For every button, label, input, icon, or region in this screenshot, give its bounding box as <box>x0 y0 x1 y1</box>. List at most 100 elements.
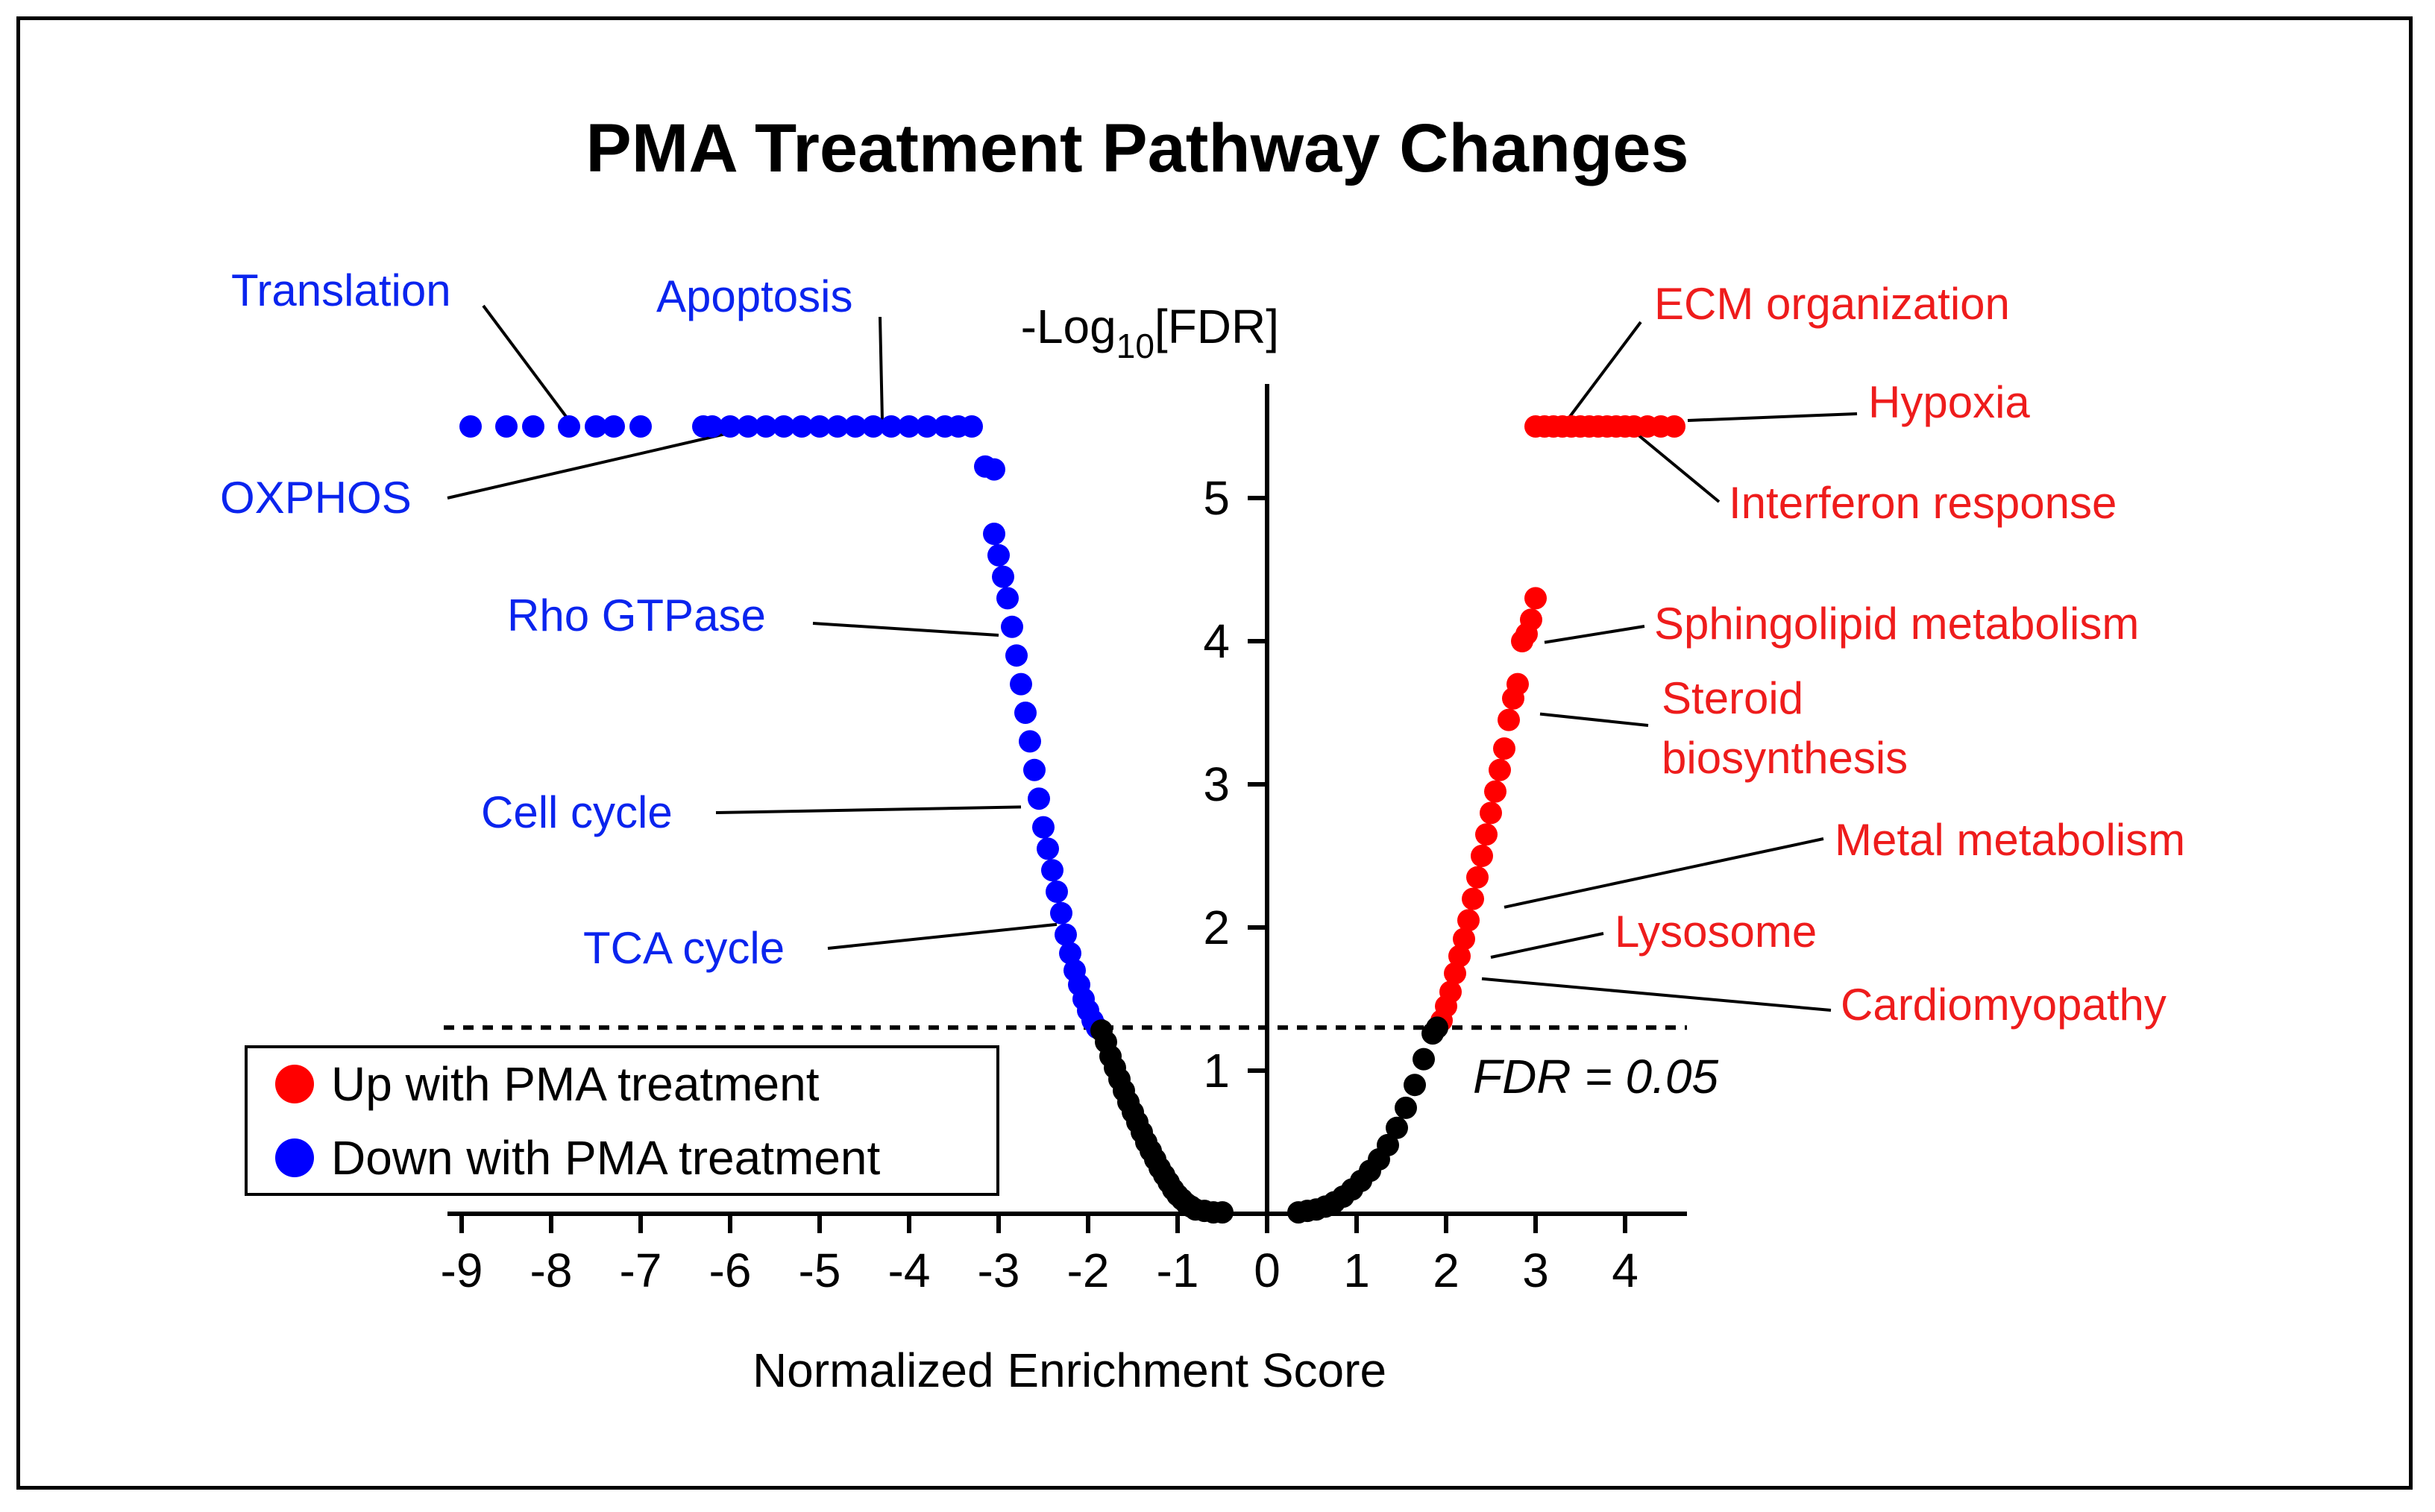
data-point <box>1055 923 1077 946</box>
annotation-label: ECM organization <box>1654 279 2010 329</box>
leader-line <box>715 805 1022 814</box>
data-point <box>773 415 795 438</box>
data-point <box>495 415 518 438</box>
legend-marker-up <box>275 1065 314 1103</box>
data-point <box>808 415 831 438</box>
data-point <box>880 415 902 438</box>
x-tick-label: 4 <box>1612 1244 1638 1297</box>
data-point <box>1028 787 1050 810</box>
y-tick-label: 2 <box>1203 901 1230 954</box>
annotation-label: OXPHOS <box>220 473 412 523</box>
data-point <box>996 587 1019 610</box>
y-tick-label: 5 <box>1203 471 1230 525</box>
x-tick-label: -9 <box>441 1244 483 1297</box>
x-tick-label: 2 <box>1433 1244 1460 1297</box>
data-point <box>862 415 885 438</box>
leader-line <box>482 304 571 422</box>
data-point <box>1439 980 1462 1004</box>
data-point <box>987 544 1010 567</box>
data-point <box>719 415 741 438</box>
data-point <box>1014 702 1037 724</box>
data-point <box>1386 1116 1408 1139</box>
leader-line <box>1544 625 1645 644</box>
leader-line <box>1565 321 1642 422</box>
data-point <box>1001 615 1023 638</box>
data-point <box>1211 1201 1234 1224</box>
x-tick-label: 0 <box>1254 1244 1281 1297</box>
data-point <box>558 415 580 438</box>
data-point <box>1524 587 1547 610</box>
annotation-label: Lysosome <box>1615 907 1817 957</box>
data-point <box>1404 1074 1426 1097</box>
data-point <box>1506 672 1529 696</box>
legend-box <box>245 1045 999 1196</box>
data-point <box>1010 672 1032 696</box>
leader-line <box>1490 932 1604 959</box>
legend-marker-down <box>275 1138 314 1177</box>
annotation-label: Apoptosis <box>656 271 853 321</box>
data-point <box>826 415 849 438</box>
data-point <box>791 415 813 438</box>
data-point <box>522 415 544 438</box>
leader-line <box>879 316 884 421</box>
leader-line <box>812 622 999 637</box>
annotation-label: Metal metabolism <box>1835 815 2185 865</box>
legend: Up with PMA treatment Down with PMA trea… <box>245 1045 999 1196</box>
data-point <box>1484 780 1506 803</box>
data-point <box>1444 962 1466 985</box>
data-point <box>1448 945 1471 968</box>
data-point <box>603 415 625 438</box>
data-point <box>1471 845 1493 867</box>
data-point <box>1046 881 1068 903</box>
data-point <box>1019 730 1041 753</box>
annotation-label: Cell cycle <box>481 787 673 837</box>
chart-title: PMA Treatment Pathway Changes <box>585 110 1688 186</box>
leader-line <box>1481 977 1832 1012</box>
data-point <box>1489 758 1511 781</box>
threshold-label: FDR = 0.05 <box>1473 1050 1718 1103</box>
x-tick-label: -5 <box>799 1244 841 1297</box>
data-point <box>1037 837 1059 860</box>
data-point <box>1663 415 1685 438</box>
data-point <box>1480 801 1502 825</box>
data-point <box>1457 909 1480 932</box>
data-point <box>1493 737 1515 760</box>
annotation-label: Interferon response <box>1729 478 2117 528</box>
annotation-label: Steroid <box>1662 673 1803 723</box>
x-tick-label: -4 <box>888 1244 931 1297</box>
annotation-label: TCA cycle <box>583 923 785 973</box>
x-tick-label: -7 <box>620 1244 662 1297</box>
data-point <box>1032 816 1055 839</box>
data-point <box>459 415 482 438</box>
annotation-leader-lines <box>447 304 1858 1012</box>
figure-frame <box>16 16 2413 1490</box>
data-point <box>1413 1048 1435 1071</box>
data-point <box>983 523 1005 545</box>
data-point <box>1023 758 1046 781</box>
x-tick-label: 1 <box>1343 1244 1370 1297</box>
leader-line <box>1687 412 1858 422</box>
y-tick-label: 3 <box>1203 757 1230 811</box>
data-point <box>1498 708 1520 731</box>
data-point <box>1395 1096 1417 1119</box>
x-tick-label: -1 <box>1157 1244 1199 1297</box>
data-point <box>1462 887 1484 910</box>
data-point <box>844 415 867 438</box>
data-point <box>1520 608 1542 631</box>
data-point <box>898 415 920 438</box>
axes <box>447 384 1687 1216</box>
leader-line <box>1504 837 1824 909</box>
annotation-label: biosynthesis <box>1662 733 1908 783</box>
leader-line <box>827 922 1058 950</box>
data-point <box>1426 1016 1448 1039</box>
data-point <box>701 415 723 438</box>
y-axis-label: -Log10[FDR] <box>1021 300 1279 365</box>
annotation-label: Hypoxia <box>1868 377 2030 427</box>
data-point <box>961 415 983 438</box>
y-tick-label: 1 <box>1203 1044 1230 1097</box>
data-point <box>1050 901 1072 924</box>
